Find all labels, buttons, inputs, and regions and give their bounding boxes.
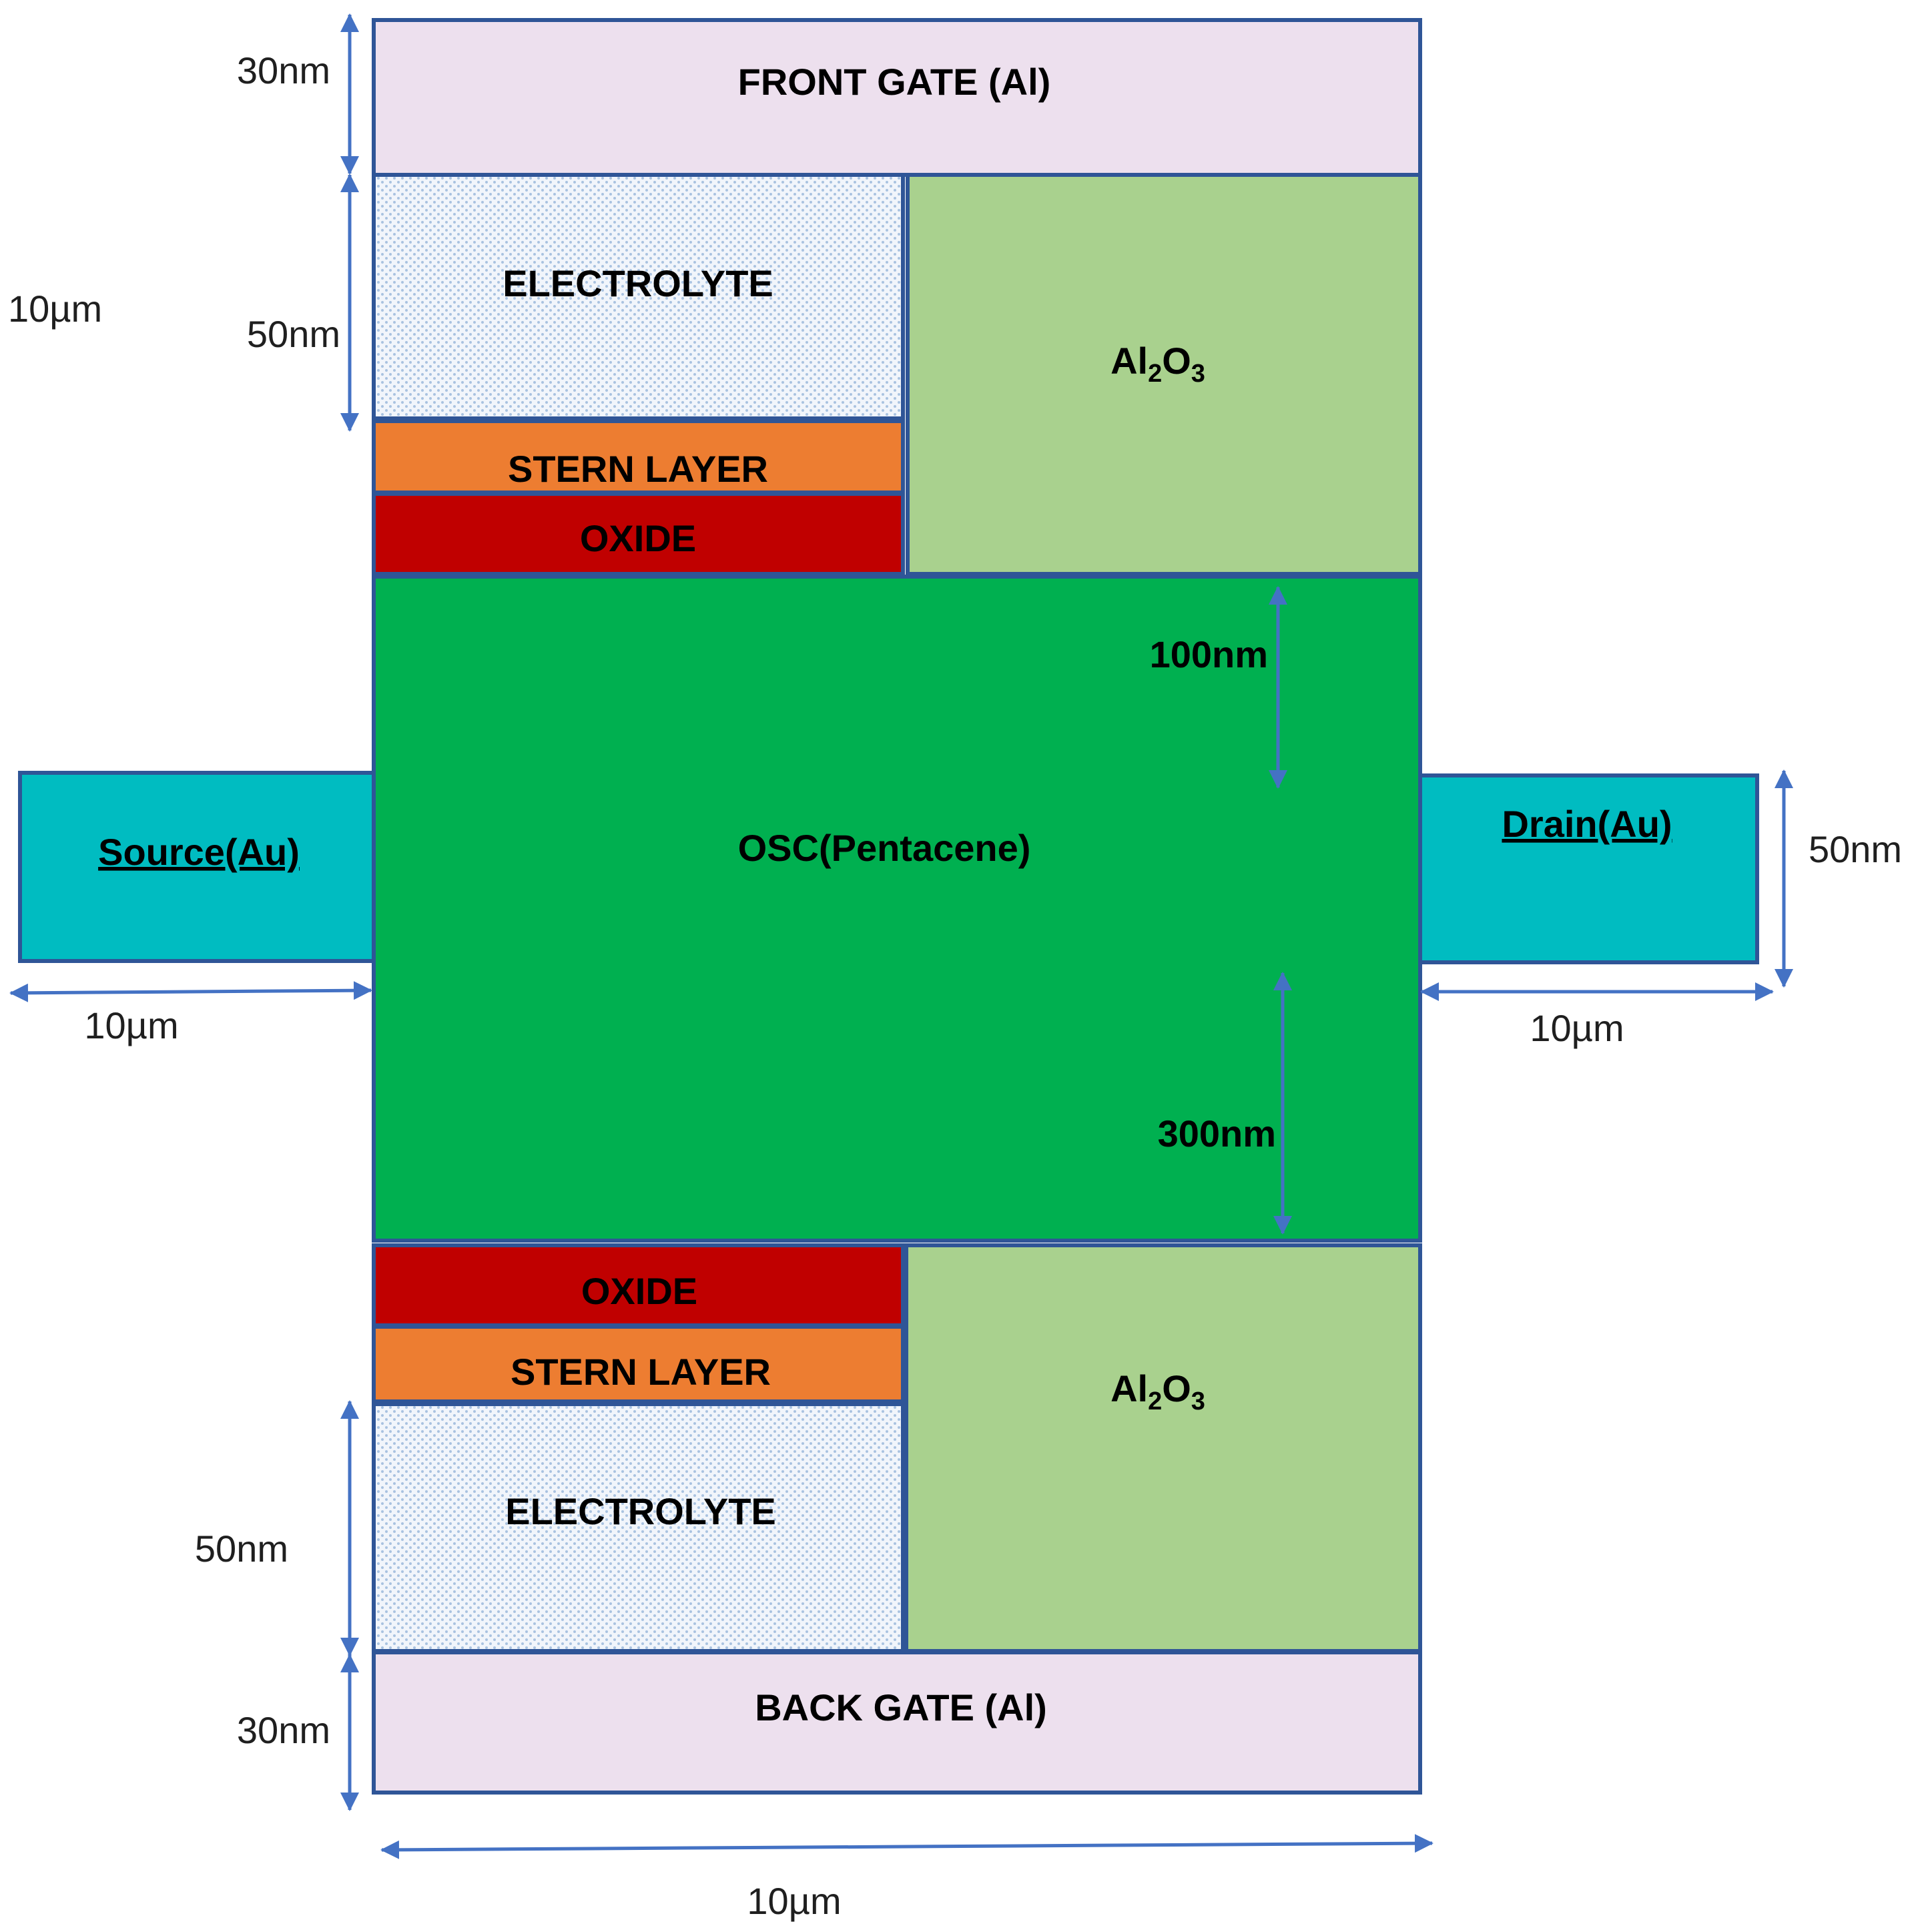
top-stack-width-label: 10µm xyxy=(8,288,102,330)
top-electrolyte-layer xyxy=(372,173,905,420)
top-al2o3-label: Al2O3 xyxy=(1110,340,1205,388)
source-contact xyxy=(18,771,376,963)
drain-thickness-label: 50nm xyxy=(1809,828,1902,870)
source-label: Source(Au) xyxy=(98,831,300,873)
drain-contact xyxy=(1418,773,1759,964)
source-length-label: 10µm xyxy=(84,1004,178,1046)
bottom-oxide-label: OXIDE xyxy=(581,1270,697,1312)
bottom-electrolyte-label: ELECTROLYTE xyxy=(505,1490,776,1532)
front-gate-label: FRONT GATE (Al) xyxy=(738,61,1051,103)
bottom-al2o3-label: Al2O3 xyxy=(1110,1367,1205,1415)
bottom-electrolyte-thickness-label: 50nm xyxy=(195,1528,288,1570)
osc-lower-label: 300nm xyxy=(1158,1112,1276,1155)
top-al2o3-layer xyxy=(906,173,1422,576)
top-oxide-layer xyxy=(372,492,905,576)
bottom-oxide-layer xyxy=(372,1243,905,1327)
device-width-label: 10µm xyxy=(747,1880,841,1922)
osc-label: OSC(Pentacene) xyxy=(738,827,1031,869)
drain-label: Drain(Au) xyxy=(1502,803,1672,845)
bottom-al2o3-layer xyxy=(904,1243,1422,1653)
bottom-electrolyte-layer xyxy=(372,1402,905,1653)
drain-length-label: 10µm xyxy=(1530,1007,1624,1049)
back-gate-thickness-label: 30nm xyxy=(237,1709,330,1751)
source-length-arrow xyxy=(9,981,372,1002)
device-width-arrow xyxy=(380,1834,1433,1859)
top-stern-label: STERN LAYER xyxy=(508,448,768,490)
front-gate-layer xyxy=(372,18,1422,177)
bottom-stern-layer xyxy=(372,1325,905,1403)
back-gate-layer xyxy=(372,1650,1422,1795)
top-electrolyte-thickness-label: 50nm xyxy=(247,313,340,355)
top-oxide-label: OXIDE xyxy=(580,517,696,559)
bottom-stern-label: STERN LAYER xyxy=(511,1351,771,1393)
osc-layer xyxy=(372,575,1422,1243)
front-gate-thickness-label: 30nm xyxy=(237,49,330,91)
osc-upper-label: 100nm xyxy=(1150,633,1268,675)
back-gate-label: BACK GATE (Al) xyxy=(755,1686,1047,1728)
top-electrolyte-label: ELECTROLYTE xyxy=(503,262,773,304)
